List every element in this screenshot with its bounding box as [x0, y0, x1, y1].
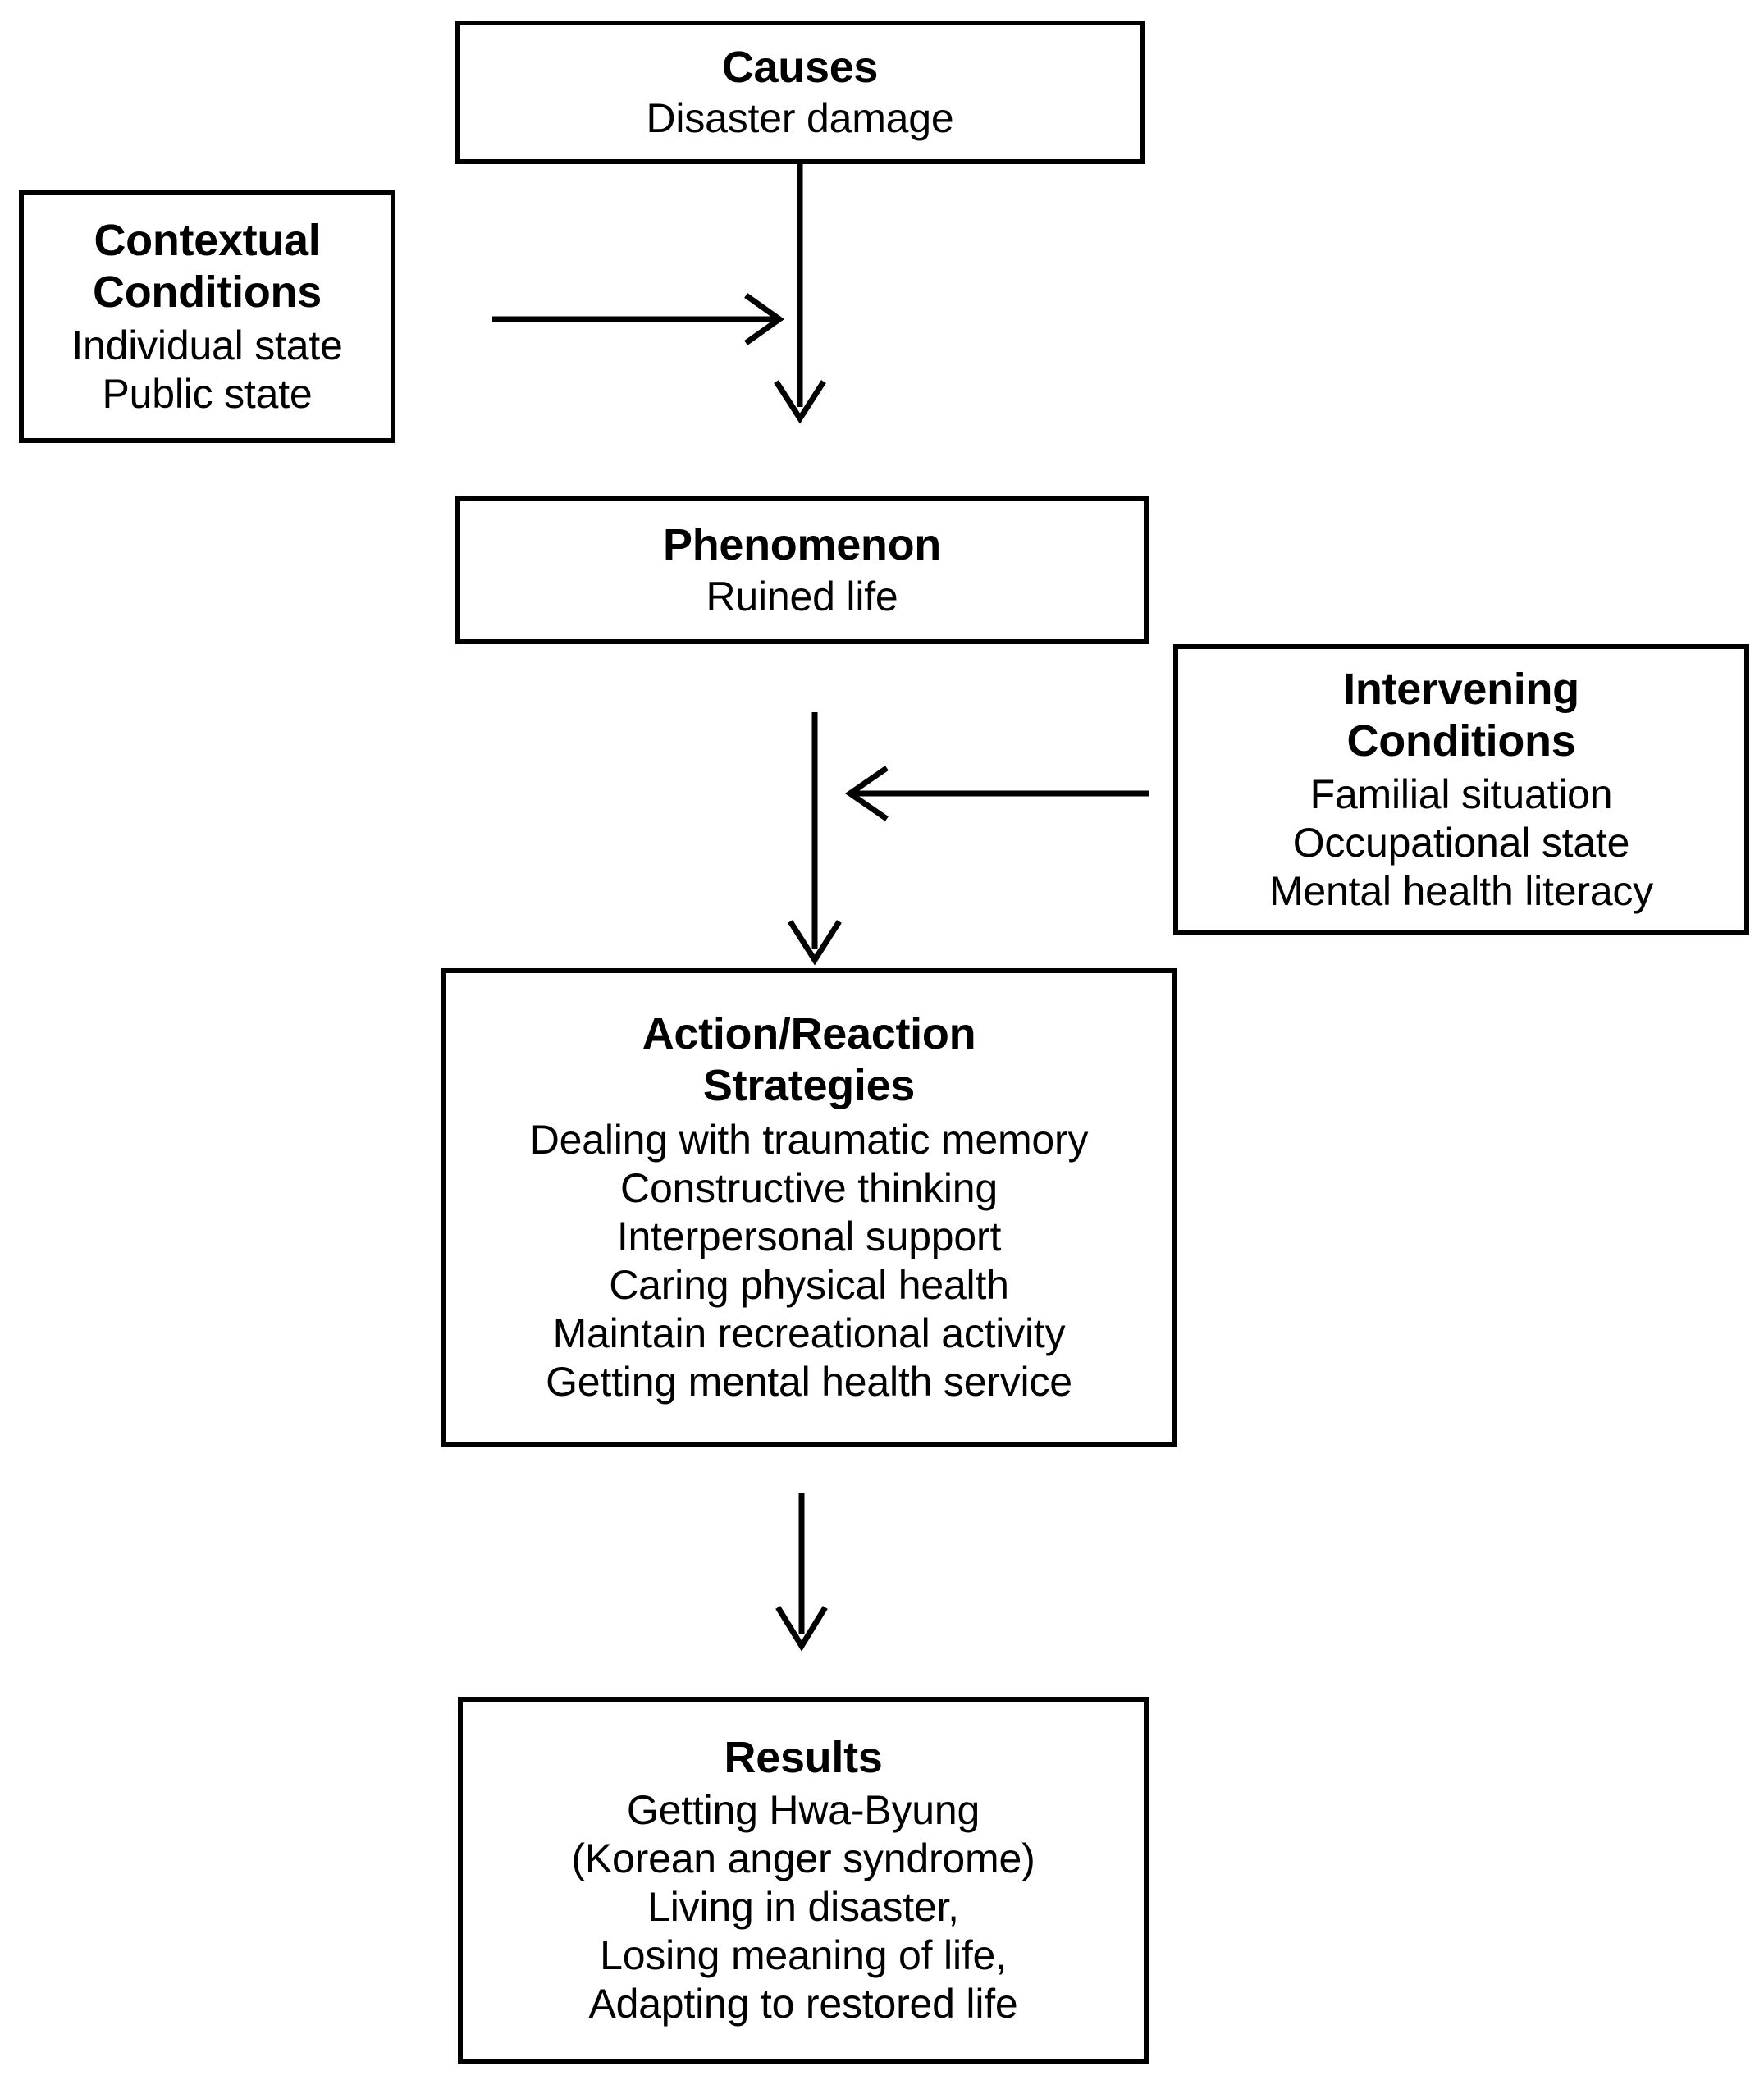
node-action-reaction-strategies-line-6: Getting mental health service [546, 1359, 1072, 1406]
node-phenomenon-line-1: Ruined life [706, 573, 898, 619]
arrow-causes-to-phenomenon [771, 161, 837, 432]
arrow-intervening-conditions-to-flow [843, 765, 1155, 822]
node-intervening-conditions-title: Intervening Conditions [1343, 665, 1579, 766]
node-results-line-3: Living in disaster, [647, 1884, 959, 1931]
node-contextual-conditions-line-1: Individual state [71, 322, 343, 368]
node-intervening-conditions: Intervening Conditions Familial situatio… [1173, 644, 1749, 935]
node-phenomenon-title: Phenomenon [662, 520, 941, 570]
node-results-line-1: Getting Hwa-Byung [626, 1787, 980, 1834]
node-contextual-conditions-title: Contextual Conditions [93, 216, 322, 317]
node-causes-line-1: Disaster damage [646, 95, 954, 142]
node-intervening-conditions-line-1: Familial situation [1309, 770, 1613, 817]
node-contextual-conditions-line-2: Public state [102, 370, 313, 417]
node-intervening-conditions-line-3: Mental health literacy [1268, 867, 1654, 914]
node-results: Results Getting Hwa-Byung (Korean anger … [458, 1697, 1149, 2064]
arrow-contextual-conditions-to-flow [492, 292, 788, 346]
node-causes: Causes Disaster damage [455, 21, 1145, 164]
node-results-line-2: (Korean anger syndrome) [571, 1835, 1035, 1882]
node-action-reaction-strategies: Action/Reaction Strategies Dealing with … [441, 968, 1177, 1447]
node-action-reaction-strategies-line-4: Caring physical health [609, 1262, 1009, 1309]
arrow-phenomenon-to-action-reaction-strategies [786, 712, 852, 975]
node-phenomenon: Phenomenon Ruined life [455, 496, 1149, 644]
node-results-line-4: Losing meaning of life, [600, 1932, 1007, 1979]
arrow-action-reaction-strategies-to-results [773, 1493, 839, 1657]
node-causes-title: Causes [721, 42, 879, 92]
node-intervening-conditions-line-2: Occupational state [1292, 819, 1630, 866]
node-results-title: Results [724, 1732, 883, 1782]
node-action-reaction-strategies-title: Action/Reaction Strategies [642, 1008, 976, 1110]
node-action-reaction-strategies-line-5: Maintain recreational activity [552, 1310, 1066, 1357]
node-action-reaction-strategies-line-2: Constructive thinking [620, 1165, 998, 1212]
node-contextual-conditions: Contextual Conditions Individual state P… [19, 190, 395, 443]
node-action-reaction-strategies-line-1: Dealing with traumatic memory [529, 1117, 1089, 1163]
node-action-reaction-strategies-line-3: Interpersonal support [616, 1214, 1002, 1260]
node-results-line-5: Adapting to restored life [588, 1981, 1018, 2027]
